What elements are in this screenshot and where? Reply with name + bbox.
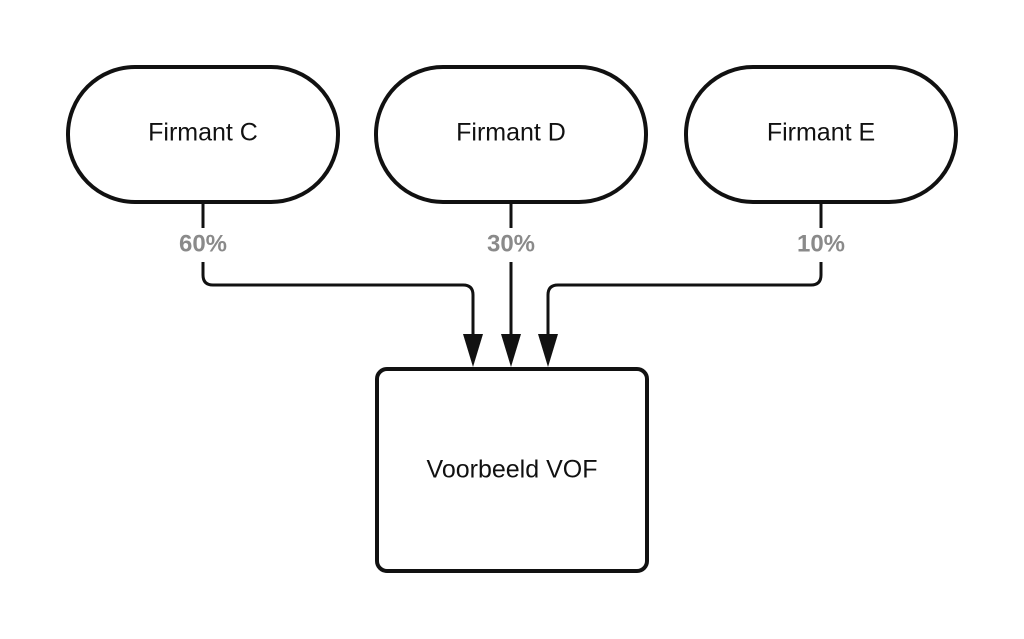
share-label-group-c: 60% (168, 228, 238, 262)
partner-label-firmant-d: Firmant D (456, 119, 566, 147)
edge-firmant-d (501, 202, 521, 367)
edge-firmant-e (538, 202, 823, 367)
share-label-group-e: 10% (786, 228, 856, 262)
partner-label-firmant-c: Firmant C (148, 119, 258, 147)
company-node: Voorbeeld VOF (375, 367, 649, 573)
arrowhead-firmant-e (538, 334, 558, 367)
arrowhead-firmant-d (501, 334, 521, 367)
partner-shape-firmant-d (374, 65, 648, 204)
partner-node-firmant-e: Firmant E (684, 65, 958, 204)
edge-line-firmant-c (201, 202, 475, 336)
share-label-firmant-c: 60% (179, 230, 227, 257)
share-label-firmant-d: 30% (487, 230, 535, 257)
share-label-group-d: 30% (476, 228, 546, 262)
company-shape (375, 367, 649, 573)
partner-shape-firmant-e (684, 65, 958, 204)
edge-firmant-c (201, 202, 483, 367)
arrowhead-firmant-c (463, 334, 483, 367)
edge-line-firmant-e (546, 202, 823, 336)
partner-node-firmant-d: Firmant D (374, 65, 648, 204)
partner-node-firmant-c: Firmant C (66, 65, 340, 204)
partner-shape-firmant-c (66, 65, 340, 204)
partner-label-firmant-e: Firmant E (767, 119, 875, 147)
company-label: Voorbeeld VOF (427, 456, 598, 484)
share-label-firmant-e: 10% (797, 230, 845, 257)
